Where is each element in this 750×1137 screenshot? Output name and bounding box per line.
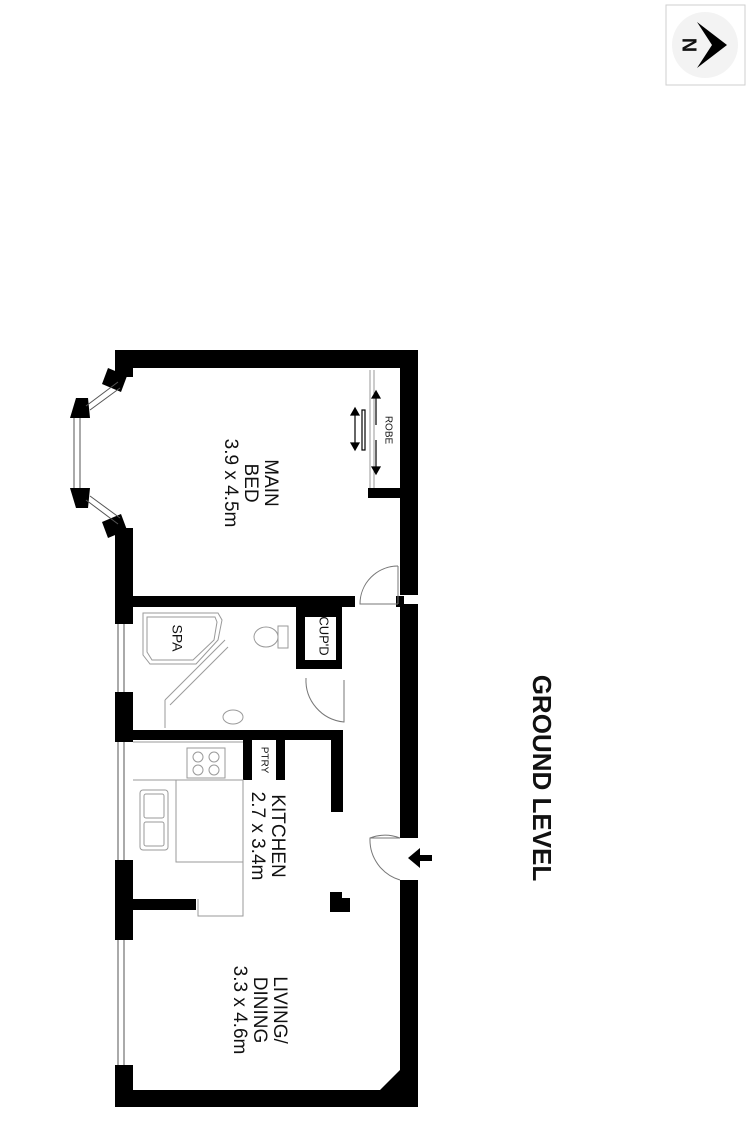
wall-east-mid bbox=[400, 604, 418, 838]
wall-west-2 bbox=[115, 528, 133, 624]
bay-block-1 bbox=[102, 368, 127, 392]
wall-west-4 bbox=[115, 860, 133, 940]
bay-block-2 bbox=[70, 398, 90, 418]
living-label: LIVING/ DINING 3.3 x 4.6m bbox=[229, 966, 290, 1055]
robe-label: ROBE bbox=[382, 416, 393, 445]
kitchen-label: KITCHEN 2.7 x 3.4m bbox=[247, 792, 288, 881]
toilet-cistern bbox=[277, 625, 289, 649]
windows bbox=[73, 381, 125, 1065]
sink-bowl-2 bbox=[143, 821, 165, 847]
spa-inner bbox=[146, 616, 218, 661]
sink-outer bbox=[139, 789, 169, 851]
wall-west-5 bbox=[115, 1065, 133, 1107]
door-bed bbox=[359, 565, 399, 605]
doors bbox=[305, 565, 401, 881]
north-arrow-icon bbox=[697, 22, 727, 68]
robe-wall bbox=[368, 488, 400, 498]
shower-screen-1 bbox=[164, 639, 226, 701]
burner-2 bbox=[208, 751, 220, 763]
compass-frame bbox=[665, 4, 746, 86]
wall-living-partition bbox=[133, 899, 196, 910]
bath-basin bbox=[222, 709, 244, 725]
wall-west-3 bbox=[115, 692, 133, 742]
bay-window-line-5 bbox=[85, 499, 119, 525]
compass-circle bbox=[672, 12, 738, 78]
living-line1: LIVING/ bbox=[269, 976, 290, 1044]
wall-bath-kitchen bbox=[133, 730, 343, 740]
spa-tub bbox=[142, 612, 223, 665]
cupd-wall-bottom bbox=[296, 660, 341, 669]
north-letter: N bbox=[678, 38, 700, 52]
walls bbox=[70, 350, 418, 1107]
wall-west-1 bbox=[115, 350, 133, 377]
wall-south bbox=[115, 1090, 418, 1107]
robe-arrows-icon bbox=[349, 389, 382, 476]
main-bed-line1: MAIN bbox=[260, 459, 281, 507]
post bbox=[330, 892, 350, 912]
cooktop bbox=[186, 747, 226, 779]
cupd-wall-left bbox=[296, 607, 305, 667]
burner-4 bbox=[208, 764, 220, 776]
ptry-wall-right bbox=[276, 740, 285, 780]
main-bed-dims: 3.9 x 4.5m bbox=[220, 439, 241, 528]
wall-bed-bath-stub bbox=[396, 596, 404, 607]
bay-block-4 bbox=[102, 514, 127, 538]
north-compass: N bbox=[665, 4, 746, 86]
door-bath bbox=[305, 677, 345, 723]
living-dims: 3.3 x 4.6m bbox=[229, 966, 250, 1055]
burner-1 bbox=[192, 751, 204, 763]
kitchen-name: KITCHEN bbox=[267, 794, 288, 877]
bay-window-line-2 bbox=[89, 387, 121, 411]
main-bed-label: MAIN BED 3.9 x 4.5m bbox=[220, 439, 281, 528]
wall-east-bottom bbox=[400, 880, 418, 1107]
cupd-label: CUP'D bbox=[317, 616, 332, 655]
entry-arrow-icon bbox=[408, 848, 432, 868]
spa-label: SPA bbox=[169, 625, 185, 653]
shower-screen-2 bbox=[169, 646, 229, 706]
ptry-wall-left bbox=[243, 740, 252, 780]
bay-window-line-6 bbox=[89, 495, 121, 519]
burner-3 bbox=[192, 764, 204, 776]
level-title: GROUND LEVEL bbox=[527, 675, 557, 882]
cupd-wall-top bbox=[296, 607, 341, 617]
sink-bowl-1 bbox=[143, 793, 165, 819]
door-entry bbox=[369, 834, 401, 881]
kitchen-counter bbox=[133, 741, 244, 917]
wall-chamfer bbox=[380, 1070, 400, 1090]
wall-entry-stub bbox=[331, 730, 343, 812]
bay-window-line-1 bbox=[85, 381, 119, 407]
wall-north bbox=[115, 350, 418, 368]
main-bed-line2: BED bbox=[240, 463, 261, 502]
ptry-label: PTRY bbox=[258, 747, 269, 774]
wall-bed-bath bbox=[133, 596, 355, 607]
bay-block-3 bbox=[70, 488, 90, 508]
toilet-bowl bbox=[253, 626, 279, 648]
living-line2: DINING bbox=[249, 977, 270, 1044]
cupd-wall-right bbox=[336, 607, 342, 669]
kitchen-dims: 2.7 x 3.4m bbox=[247, 792, 268, 881]
room-labels: MAIN BED 3.9 x 4.5m ROBE CUP'D SPA PTRY … bbox=[169, 416, 557, 1055]
wall-east-top bbox=[400, 350, 418, 595]
